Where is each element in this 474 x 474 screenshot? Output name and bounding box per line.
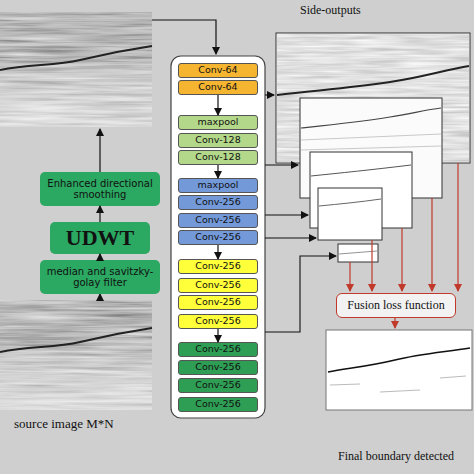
flow-arrow (99, 206, 100, 222)
node-text: Fusion loss function (347, 299, 444, 312)
fusion-arrows (350, 163, 458, 291)
section-title: Side-outputs (300, 3, 361, 18)
node-text: Conv-256 (195, 261, 240, 271)
image-caption: source image M*N (14, 416, 114, 432)
final-image (326, 330, 472, 410)
node-text: maxpool (198, 117, 239, 127)
node-text: Conv-256 (195, 362, 240, 372)
side-outputs (276, 33, 470, 262)
layer-box: Conv-128 (178, 133, 258, 148)
node-text: Conv-256 (195, 297, 240, 307)
layer-box: Conv-256 (178, 314, 258, 329)
layer-box: Conv-256 (178, 378, 258, 393)
flow-arrow (99, 254, 100, 260)
side-arrows (265, 95, 336, 332)
node-text: median and savitzky-golay filter (40, 266, 160, 288)
layer-box: maxpool (178, 178, 258, 193)
node-text: Conv-256 (195, 197, 240, 207)
node-text: Conv-256 (195, 232, 240, 242)
layer-box: Conv-256 (178, 278, 258, 293)
arrow (394, 318, 395, 328)
node-text: Conv-256 (195, 215, 240, 225)
network-column (171, 56, 265, 418)
node-text: Conv-256 (195, 280, 240, 290)
process-box: UDWT (50, 222, 150, 254)
loss-box: Fusion loss function (336, 293, 456, 318)
layer-box: Conv-256 (178, 213, 258, 228)
layer-box: Conv-256 (178, 259, 258, 274)
node-text: Conv-256 (195, 399, 240, 409)
layer-box: Conv-256 (178, 397, 258, 412)
image-caption: Final boundary detected (338, 449, 454, 464)
layer-box: Conv-64 (178, 80, 258, 95)
source-image (0, 300, 152, 410)
layer-box: Conv-256 (178, 295, 258, 310)
node-text: UDWT (66, 226, 134, 250)
arrow (152, 20, 216, 54)
arrow (99, 129, 100, 172)
layer-box: Conv-256 (178, 342, 258, 357)
flow-arrow (217, 165, 218, 178)
flow-arrow (217, 245, 218, 259)
process-box: median and savitzky-golay filter (40, 260, 160, 294)
node-text: Conv-256 (195, 380, 240, 390)
layer-box: Conv-256 (178, 360, 258, 375)
enhanced-image (0, 12, 152, 127)
node-text: Conv-256 (195, 316, 240, 326)
layer-box: Conv-256 (178, 195, 258, 210)
node-text: Conv-64 (198, 82, 237, 92)
process-box: Enhanced directional smoothing (40, 172, 160, 206)
node-text: Conv-256 (195, 344, 240, 354)
arrow (99, 294, 100, 300)
node-text: Enhanced directional smoothing (40, 178, 160, 200)
layer-box: Conv-256 (178, 230, 258, 245)
layer-box: maxpool (178, 115, 258, 130)
node-text: Conv-64 (198, 65, 237, 75)
layer-box: Conv-64 (178, 63, 258, 78)
node-text: Conv-128 (195, 135, 240, 145)
layer-box: Conv-128 (178, 150, 258, 165)
flow-arrow (217, 95, 218, 115)
flow-arrow (217, 329, 218, 342)
node-text: Conv-128 (195, 152, 240, 162)
node-text: maxpool (198, 180, 239, 190)
